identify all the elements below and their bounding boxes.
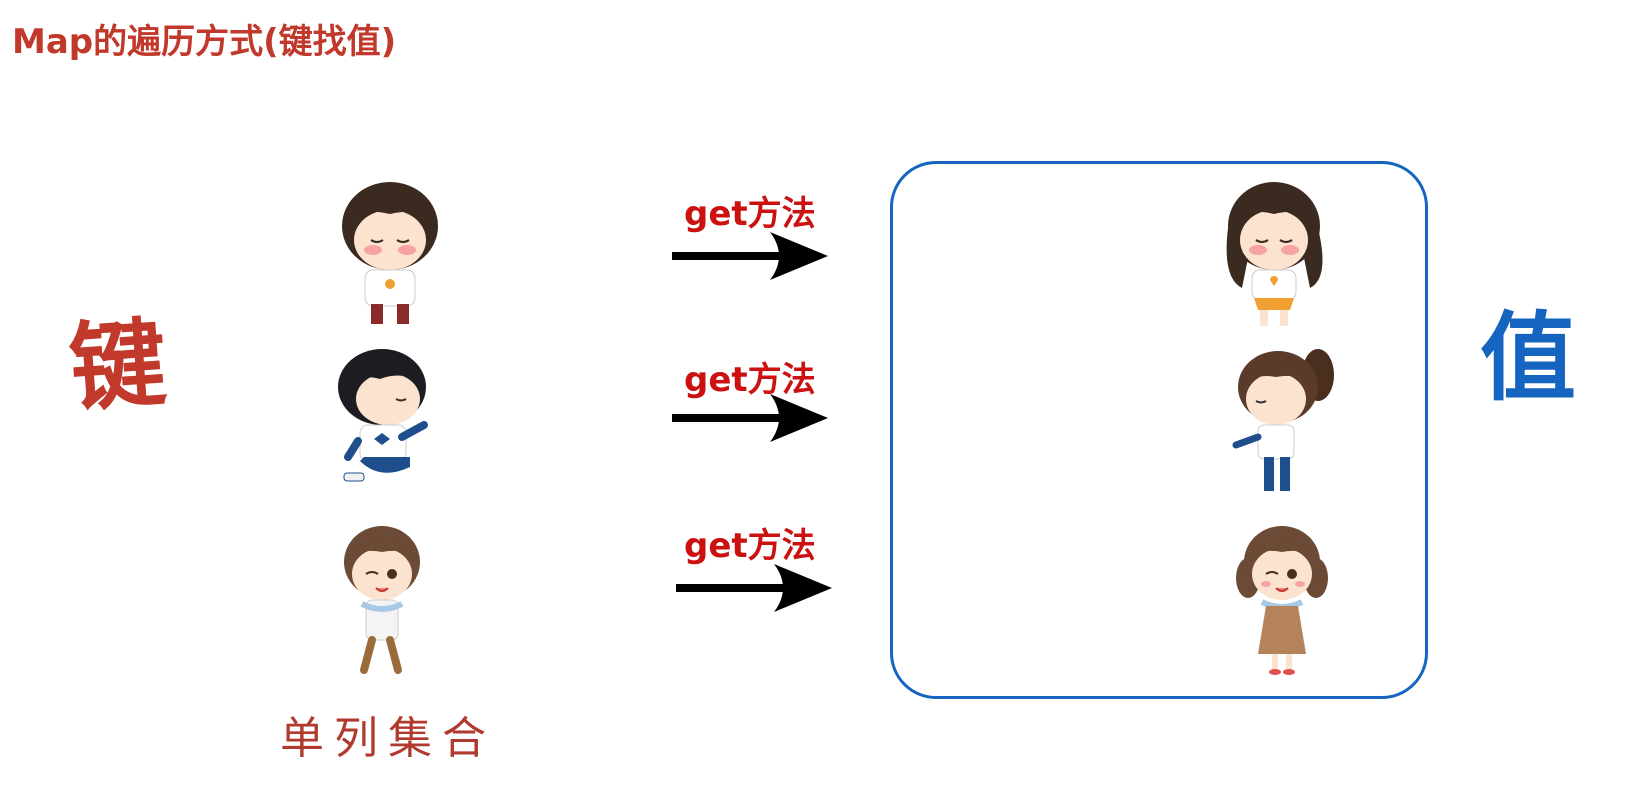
page-title: Map的遍历方式(键找值) — [12, 14, 396, 63]
arrow-right-icon — [672, 390, 832, 446]
value-set-box — [890, 161, 1428, 699]
boy-shy-icon — [335, 178, 445, 328]
arrow-right-icon — [676, 560, 836, 616]
girl-winking-icon — [1232, 520, 1332, 680]
girl-shy-icon — [1222, 178, 1332, 328]
value-label: 值 — [1480, 310, 1576, 406]
arrow-right-icon — [672, 228, 832, 284]
key-label: 键 — [67, 315, 169, 417]
boy-winking-icon — [332, 520, 432, 680]
boy-kneeling-icon — [330, 345, 440, 495]
single-column-set-label: 单列集合 — [280, 702, 496, 766]
girl-ponytail-icon — [1228, 345, 1338, 495]
